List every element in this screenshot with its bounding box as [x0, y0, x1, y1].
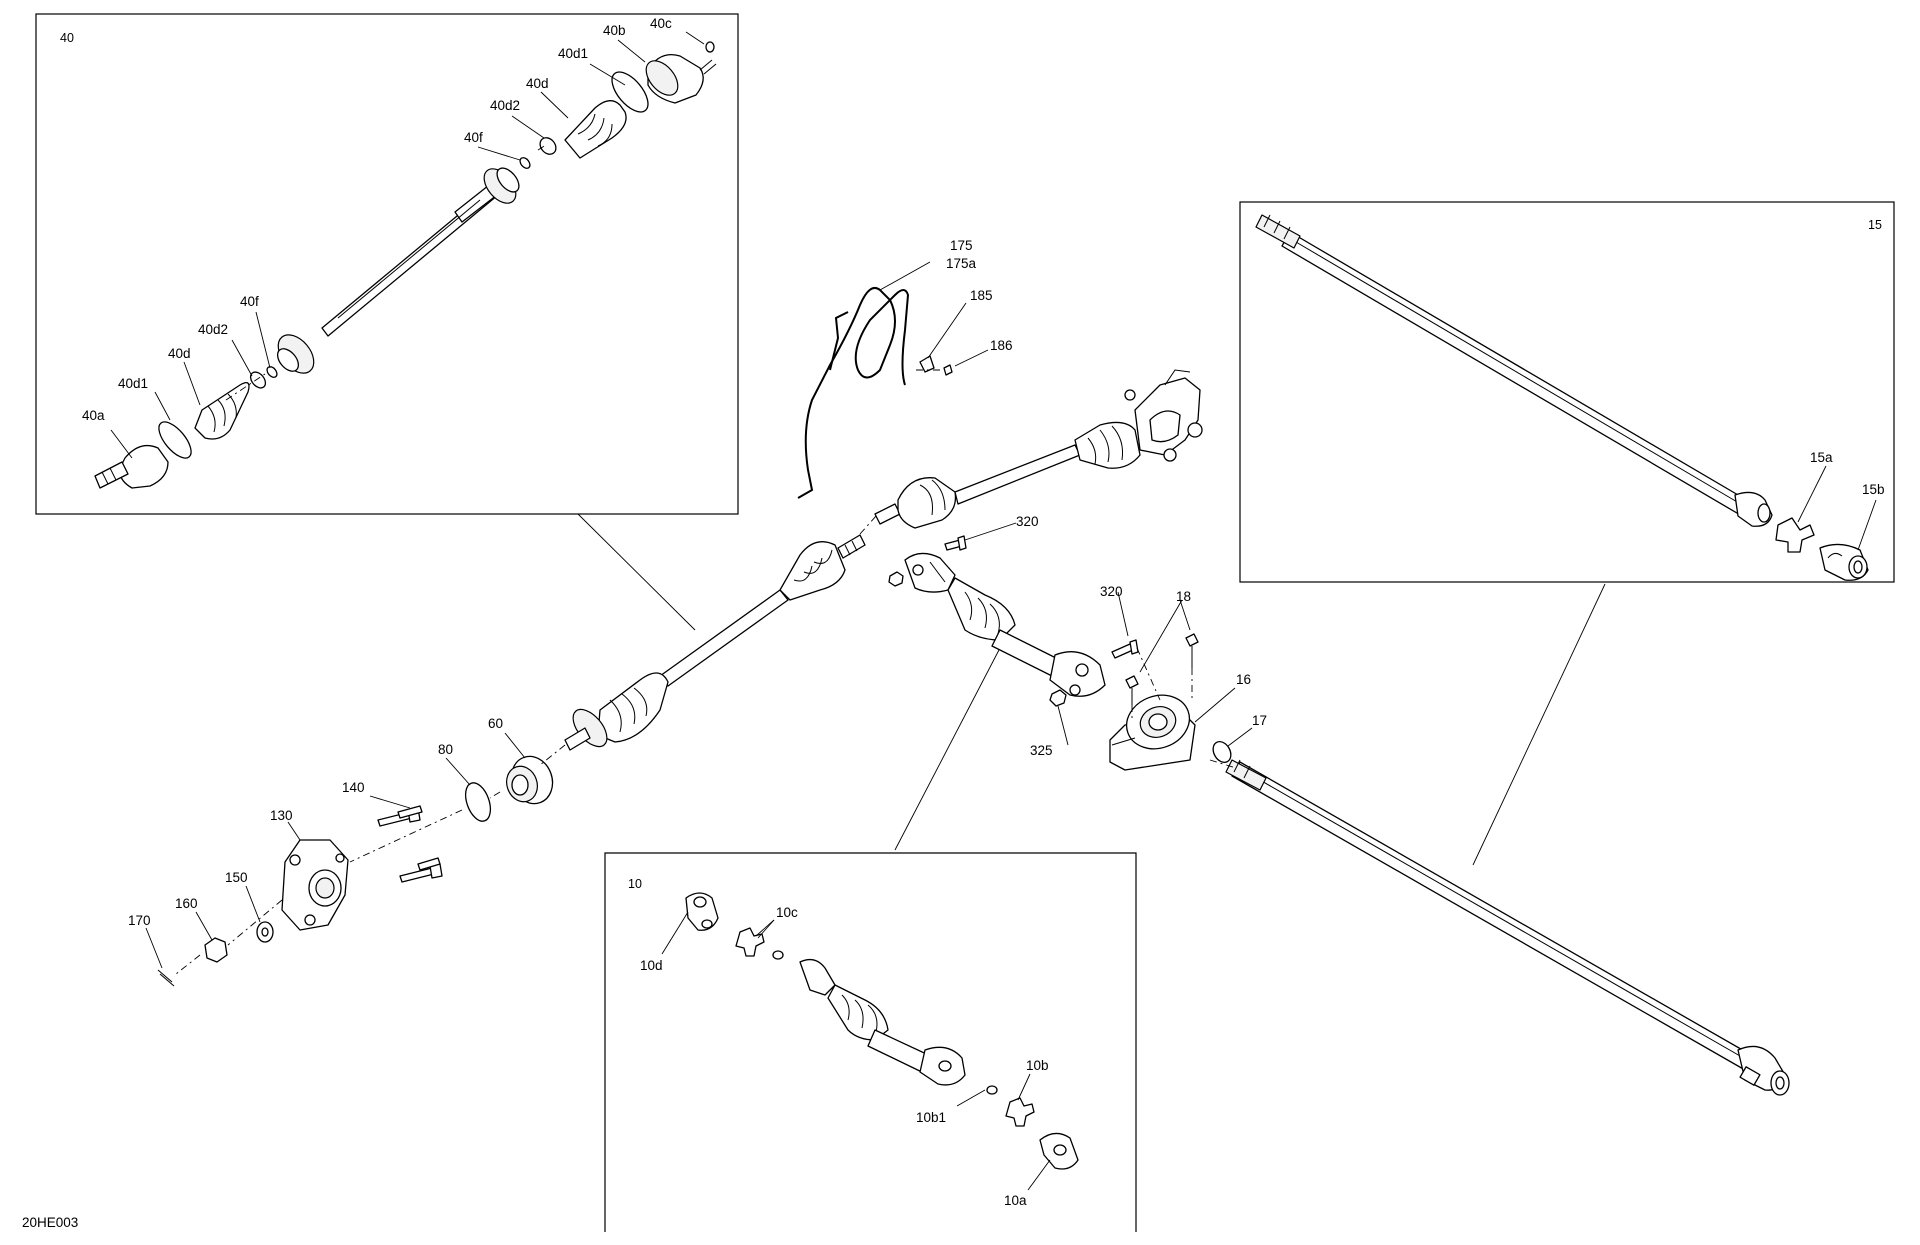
part-label-140: 140 [342, 780, 365, 795]
inset-label-40: 40 [60, 31, 74, 45]
front-shaft-detail-group [685, 892, 1079, 1170]
part-label-150: 150 [225, 870, 248, 885]
leader-lines-group [110, 31, 1877, 1191]
part-label-40d2-upper: 40d2 [490, 98, 520, 113]
inset-frame-rear-shaft-detail [1239, 201, 1895, 583]
part-label-40b: 40b [603, 23, 626, 38]
part-label-130: 130 [270, 808, 293, 823]
part-label-325: 325 [1030, 743, 1053, 758]
inset-label-15: 15 [1868, 218, 1882, 232]
inset-frame-axle-detail [35, 13, 739, 515]
part-label-10a: 10a [1004, 1193, 1027, 1208]
part-label-40f-lower: 40f [240, 294, 259, 309]
figure-id: 20HE003 [22, 1215, 78, 1230]
connector-line-front-shaft [894, 647, 1001, 851]
center-bearing-group [888, 535, 1232, 771]
labels-group: 20HE003 40 15 10 40a 40d1 40d 40d2 40f 4… [22, 16, 1885, 1230]
part-label-80: 80 [438, 742, 453, 757]
part-label-40d1-upper: 40d1 [558, 46, 588, 61]
connector-line-rear-shaft [1472, 583, 1606, 866]
main-half-shaft-group [564, 534, 866, 751]
part-label-160: 160 [175, 896, 198, 911]
part-label-17: 17 [1252, 713, 1267, 728]
part-label-175a: 175a [946, 256, 977, 271]
part-label-60: 60 [488, 716, 503, 731]
part-label-320-top: 320 [1016, 514, 1039, 529]
part-label-40c: 40c [650, 16, 672, 31]
connector-line-axle [577, 513, 696, 631]
part-label-15b: 15b [1862, 482, 1885, 497]
part-label-40d-lower: 40d [168, 346, 191, 361]
axle-detail-group [94, 41, 717, 489]
part-label-170: 170 [128, 913, 151, 928]
part-label-40a: 40a [82, 408, 105, 423]
part-label-10b: 10b [1026, 1058, 1049, 1073]
upper-half-shaft-group [874, 369, 1203, 529]
part-label-40d1-lower: 40d1 [118, 376, 148, 391]
part-label-320-mid: 320 [1100, 584, 1123, 599]
cable-group [797, 286, 953, 499]
part-label-18: 18 [1176, 589, 1191, 604]
part-label-175: 175 [950, 238, 973, 253]
part-label-10d: 10d [640, 958, 663, 973]
part-label-10b1: 10b1 [916, 1110, 946, 1125]
front-prop-shaft-group [904, 552, 1106, 697]
part-label-40f-upper: 40f [464, 130, 483, 145]
assembly-lines-group [175, 144, 1237, 975]
rear-prop-shaft-group [1225, 759, 1790, 1096]
part-label-16: 16 [1236, 672, 1251, 687]
inset-label-10: 10 [628, 877, 642, 891]
part-label-40d2-lower: 40d2 [198, 322, 228, 337]
part-label-40d-upper: 40d [526, 76, 549, 91]
part-label-185: 185 [970, 288, 993, 303]
hub-parts-group [157, 755, 554, 987]
inset-frame-front-shaft-detail [604, 852, 1137, 1232]
part-label-15a: 15a [1810, 450, 1833, 465]
part-label-186: 186 [990, 338, 1013, 353]
part-label-10c: 10c [776, 905, 798, 920]
rear-shaft-detail-group [1255, 214, 1869, 581]
